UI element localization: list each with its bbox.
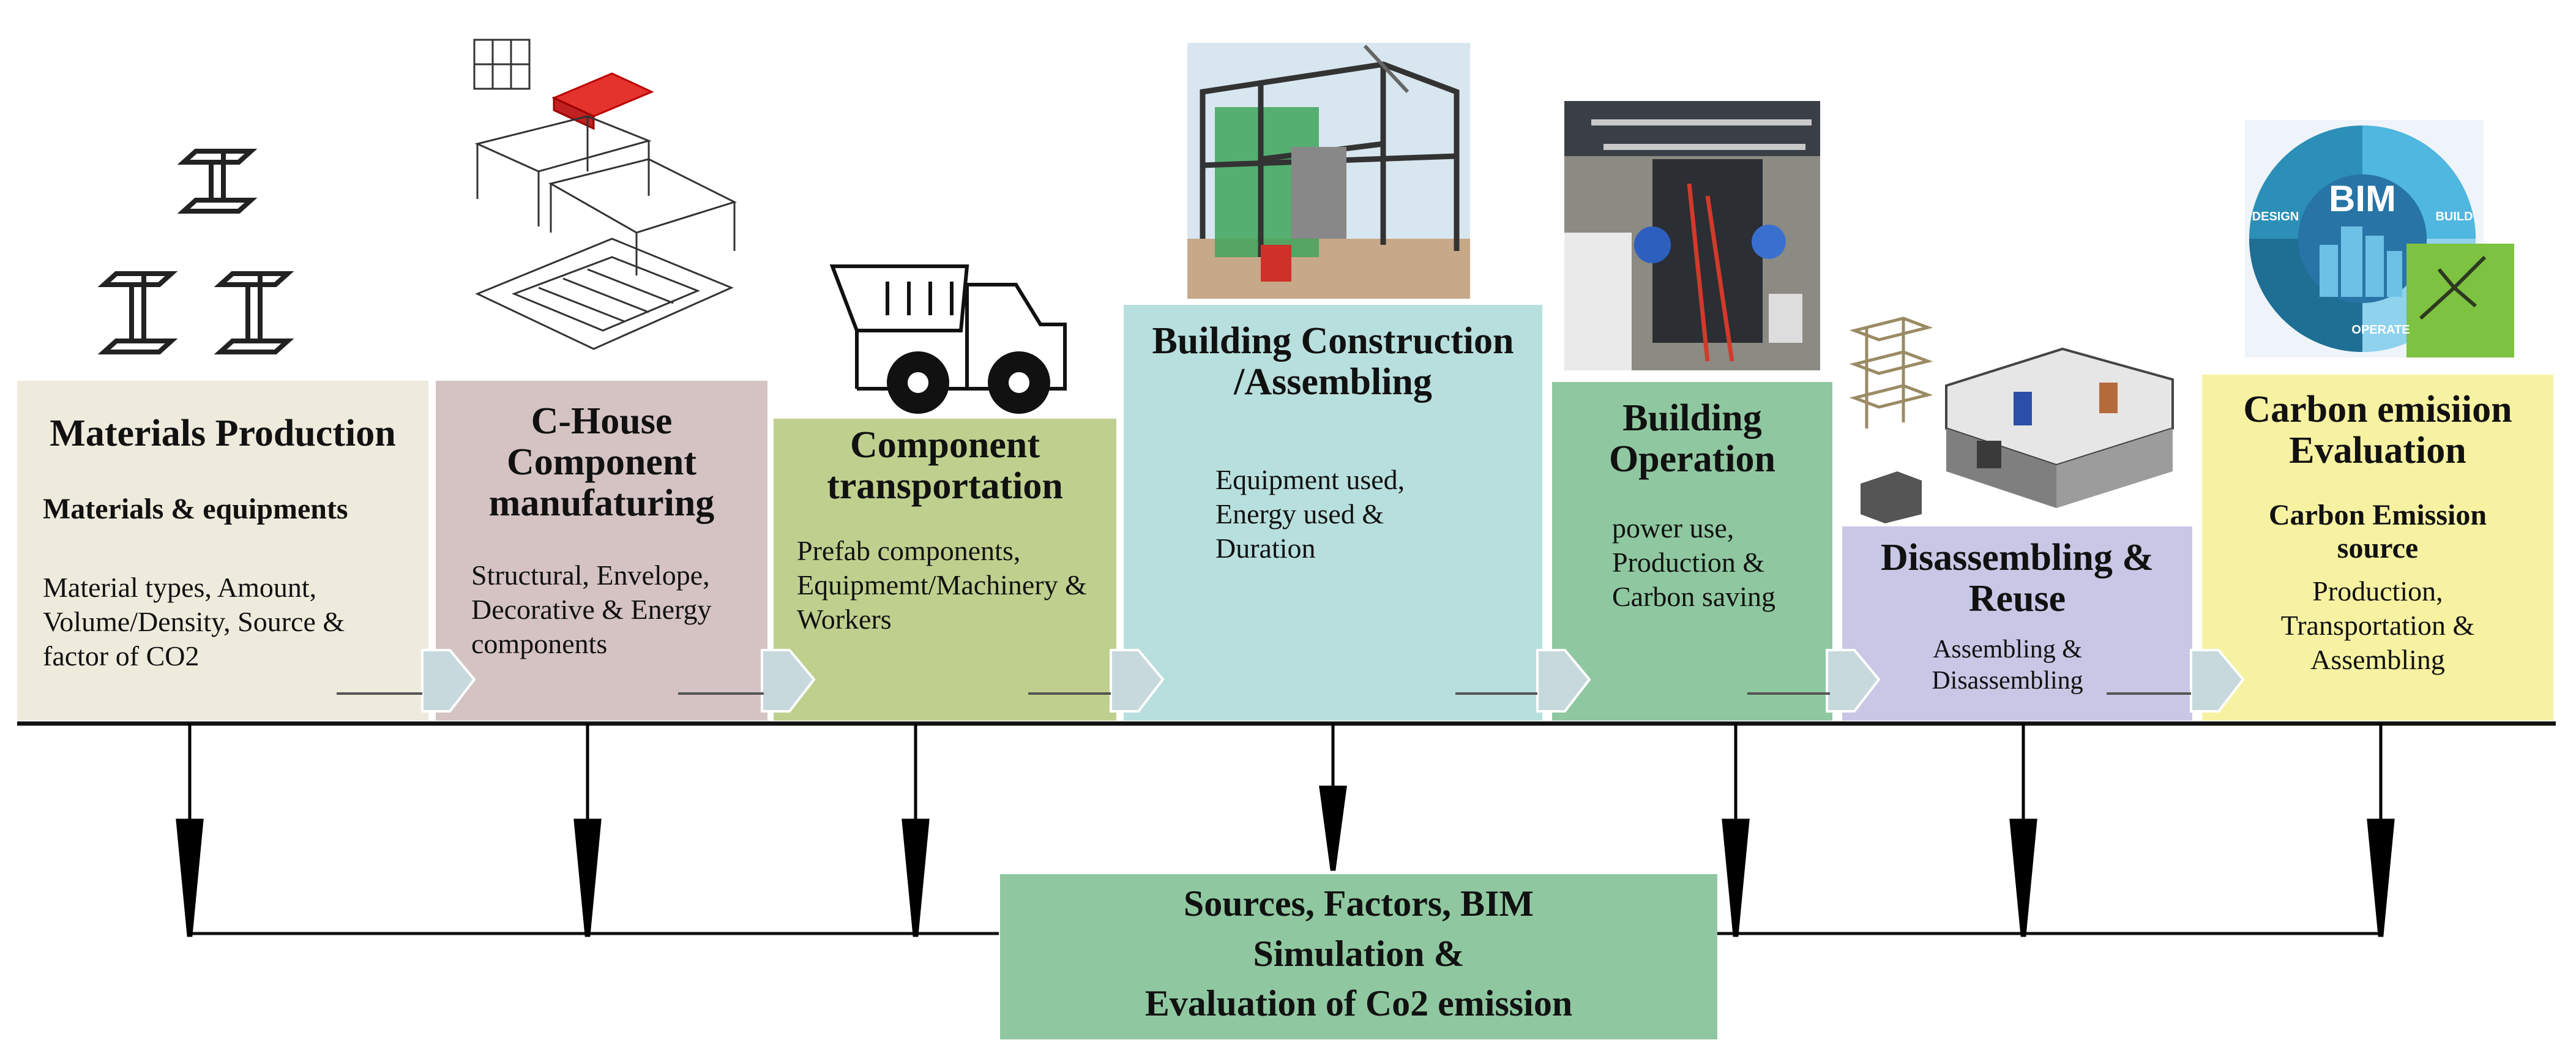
- stage-title-transportation: Component transportation: [827, 424, 1063, 507]
- chevron-arrow-4: [1536, 649, 1591, 713]
- stage-details-materials: Material types, Amount, Volume/Density, …: [43, 572, 345, 672]
- bim-center-label: BIM: [2329, 178, 2396, 219]
- chevron-arrow-5: [1826, 649, 1881, 713]
- stage-title-carbon: Carbon emisiion Evaluation: [2243, 389, 2512, 471]
- stage-component-transportation: [774, 419, 1116, 720]
- down-arrow-3: [902, 818, 930, 937]
- stage-title-disassembling: Disassembling & Reuse: [1880, 537, 2154, 619]
- chevron-arrow-2: [761, 649, 816, 713]
- stage-details-carbon: Production, Transportation & Assembling: [2280, 575, 2475, 676]
- summary-box: Sources, Factors, BIM Simulation & Evalu…: [1000, 874, 1717, 1039]
- stage-details-operation: power use, Production & Carbon saving: [1612, 512, 1776, 613]
- mechanical-room-photo: [1564, 101, 1820, 370]
- steel-i-beams-icon: [97, 149, 294, 354]
- down-arrow-7: [2367, 818, 2395, 937]
- stage-title-manufacturing: C-House Component manufaturing: [488, 400, 715, 524]
- construction-site-photo: [1187, 43, 1470, 299]
- stage-carbon-evaluation: [2202, 375, 2553, 720]
- modular-house-rendering: [1849, 316, 2174, 523]
- bim-operate-label: OPERATE: [2351, 323, 2410, 337]
- stage-disassembling-reuse: [1842, 526, 2192, 720]
- down-arrow-4: [1319, 785, 1347, 871]
- bim-build-label: BUILD: [2435, 210, 2473, 223]
- down-arrow-1: [176, 818, 204, 937]
- chevron-arrow-1: [421, 649, 476, 713]
- exploded-house-module-icon: [473, 39, 737, 350]
- summary-line-2: Simulation &: [1253, 933, 1465, 974]
- bim-design-label: DESIGN: [2252, 210, 2299, 223]
- stage-details-transportation: Prefab components, Equipmemt/Machinery &…: [797, 535, 1087, 635]
- summary-line-3: Evaluation of Co2 emission: [1144, 983, 1573, 1024]
- summary-line-1: Sources, Factors, BIM: [1183, 883, 1534, 924]
- stage-title-construction: Building Construction /Assembling: [1152, 320, 1514, 403]
- stage-component-manufacturing: [436, 381, 767, 720]
- dump-truck-icon: [829, 264, 1067, 414]
- stage-building-operation: [1552, 382, 1832, 720]
- stage-details-construction: Equipment used, Energy used & Duration: [1215, 464, 1405, 564]
- bim-cycle-icon: [2245, 120, 2514, 357]
- down-arrow-6: [2009, 818, 2037, 937]
- stage-title-operation: Building Operation: [1608, 397, 1776, 480]
- stage-subtitle-materials: Materials & equipments: [43, 493, 348, 525]
- stage-building-construction: [1124, 305, 1542, 720]
- stage-materials-production: [17, 381, 428, 720]
- stage-title-materials: Materials Production: [50, 413, 396, 454]
- down-arrow-5: [1722, 818, 1750, 937]
- stage-subtitle-carbon: Carbon Emission source: [2268, 499, 2487, 564]
- down-arrow-2: [573, 818, 602, 937]
- stage-details-manufacturing: Structural, Envelope, Decorative & Energ…: [471, 559, 712, 660]
- chevron-arrow-6: [2190, 649, 2245, 713]
- chevron-arrow-3: [1110, 649, 1165, 713]
- stage-details-disassembling: Assembling & Disassembling: [1932, 635, 2083, 695]
